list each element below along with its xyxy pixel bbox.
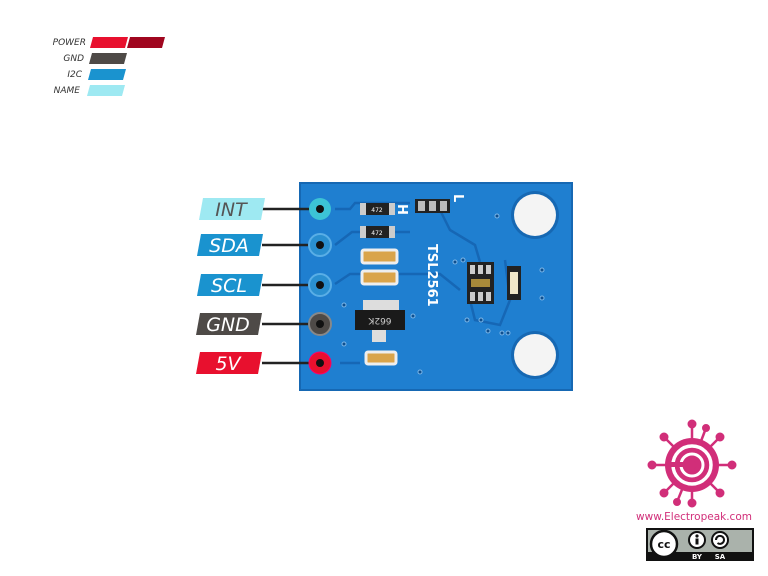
legend-gnd-label: GND <box>63 54 84 64</box>
vias <box>341 213 545 375</box>
pin-label-box <box>196 352 262 374</box>
pin-gnd: GND <box>196 312 332 336</box>
resistor-r2: 472 <box>360 226 395 238</box>
resistor-r1: 472 <box>360 203 395 215</box>
pin-sda: SDA <box>197 233 332 257</box>
capacitor-c1 <box>360 248 399 265</box>
pin-int: INT <box>199 198 331 221</box>
legend-i2c-label: I2C <box>67 70 82 80</box>
pin-label-box <box>197 274 263 296</box>
voltage-regulator: 662K <box>355 300 405 342</box>
pin-label-box <box>199 198 265 220</box>
chip-label: TSL2561 <box>424 244 439 307</box>
address-jumper: H L <box>394 194 465 215</box>
cc-by-sa-badge[interactable]: cc BY SA <box>646 528 754 561</box>
mounting-hole-top <box>514 194 556 236</box>
sensor-board: 472 472 H L 662K TSL2561 <box>299 182 573 391</box>
legend-name-swatch <box>87 85 125 96</box>
legend-name-label: NAME <box>54 86 81 96</box>
legend-i2c-swatch <box>88 69 126 80</box>
pin-label-sda: SDA <box>209 235 249 257</box>
svg-text:BY: BY <box>692 553 703 561</box>
legend-power-swatch-2 <box>127 37 165 48</box>
legend-power-label: POWER <box>53 38 86 48</box>
svg-text:L: L <box>450 194 465 202</box>
pin-label-gnd: GND <box>206 314 250 336</box>
pin-label-box <box>197 234 263 256</box>
share-alike-icon <box>711 531 729 549</box>
pin-5v: 5V <box>196 351 332 375</box>
pin-scl: SCL <box>197 273 332 297</box>
pin-label-box <box>196 313 262 335</box>
legend: POWER GND I2C NAME <box>53 37 165 96</box>
mounting-hole-bottom <box>514 334 556 376</box>
legend-power-swatch <box>90 37 128 48</box>
pin-label-int: INT <box>215 199 248 221</box>
cc-icon <box>649 529 679 559</box>
pin-label-5v: 5V <box>215 353 242 375</box>
capacitor-c2 <box>360 269 399 286</box>
pin-label-scl: SCL <box>211 275 247 297</box>
legend-gnd-swatch <box>89 53 127 64</box>
svg-text:472: 472 <box>371 207 383 214</box>
svg-text:SA: SA <box>715 553 726 561</box>
svg-text:H: H <box>394 204 409 215</box>
capacitor-c3 <box>364 350 398 366</box>
svg-text:472: 472 <box>371 230 383 237</box>
electropeak-logo <box>647 419 737 508</box>
svg-text:cc: cc <box>657 538 670 551</box>
tsl2561-sensor-chip <box>467 262 494 304</box>
electropeak-url[interactable]: www.Electropeak.com <box>636 511 752 523</box>
svg-text:662K: 662K <box>367 315 391 325</box>
